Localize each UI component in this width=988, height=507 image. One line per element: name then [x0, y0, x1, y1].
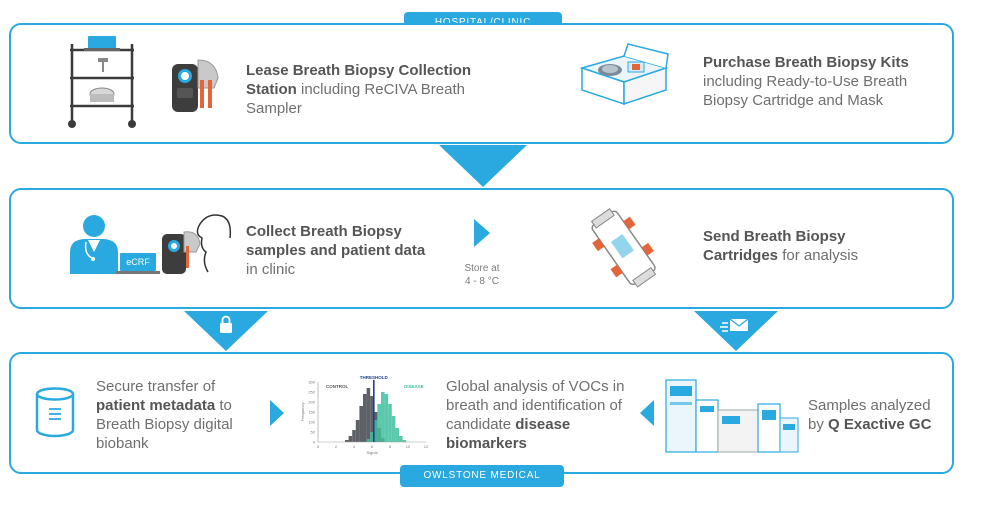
q-exactive-gc-instrument-icon — [665, 379, 799, 453]
store-line-1: Store at — [464, 263, 500, 274]
chart-ylabel: Frequency — [300, 403, 305, 422]
row1-panel — [9, 23, 954, 144]
mail-icon — [728, 318, 746, 330]
y-tick-label: 50 — [311, 430, 316, 435]
disease-bar — [388, 404, 392, 442]
disease-bar — [373, 420, 378, 442]
disease-bar — [384, 394, 389, 442]
y-tick-label: 200 — [308, 400, 315, 405]
collect-rest: in clinic — [246, 261, 296, 278]
control-bar — [355, 420, 360, 442]
secure-transfer-text: Secure transfer of patient metadata to B… — [96, 377, 266, 453]
disease-bar — [395, 428, 399, 442]
owlstone-medical-tag: OWLSTONE MEDICAL — [400, 465, 564, 487]
lease-rest: including ReCIVA Breath Sampler — [246, 81, 465, 117]
samples-bold: Q Exactive GC — [828, 416, 932, 433]
global-analysis-text: Global analysis of VOCs in breath and id… — [446, 377, 646, 453]
x-tick-label: 0 — [317, 444, 320, 449]
flow-down-arrow-mail — [694, 311, 778, 351]
global-bold: disease biomarkers — [446, 416, 571, 452]
flow-left-arrow — [640, 400, 654, 426]
flow-right-arrow-store — [474, 219, 490, 247]
disease-bar — [381, 392, 385, 442]
biomarker-histogram-chart: 300 250 200 150 100 50 0 0 2 4 6 8 10 12 THRESHOLD C… — [300, 375, 429, 455]
samples-pre: Samples analyzed by — [808, 397, 931, 433]
samples-analyzed-text: Samples analyzed by Q Exactive GC — [808, 396, 948, 434]
chart-xlabel: Signal — [366, 450, 377, 455]
y-tick-label: 0 — [313, 440, 316, 445]
patient-with-sampler-icon — [162, 214, 232, 274]
disease-bar — [399, 436, 403, 442]
lock-icon — [220, 318, 232, 332]
y-tick-label: 300 — [308, 380, 315, 385]
x-tick-label: 2 — [335, 444, 338, 449]
x-tick-label: 8 — [389, 444, 392, 449]
row3-panel — [9, 352, 954, 474]
collect-samples-text: Collect Breath Biopsy samples and patien… — [246, 222, 441, 279]
flow-right-arrow-2 — [270, 400, 284, 426]
purchase-kits-text: Purchase Breath Biopsy Kits including Re… — [703, 53, 939, 110]
control-bar — [366, 388, 371, 442]
breath-biopsy-cartridge-icon — [590, 208, 657, 288]
control-label: CONTROL — [326, 384, 348, 389]
send-rest: for analysis — [778, 247, 859, 264]
y-tick-label: 150 — [308, 410, 315, 415]
control-bar — [352, 430, 356, 442]
disease-bar — [402, 440, 407, 442]
breath-biopsy-kit-icon — [579, 43, 669, 106]
store-temperature-label: Store at 4 - 8 °C — [446, 262, 518, 288]
reciva-sampler-icon — [172, 59, 219, 112]
global-pre: Global analysis of VOCs in breath and id… — [446, 378, 625, 433]
y-tick-label: 100 — [308, 420, 315, 425]
control-bar — [345, 440, 349, 442]
x-tick-label: 4 — [353, 444, 356, 449]
disease-bar — [366, 439, 371, 442]
threshold-label: THRESHOLD — [360, 375, 389, 380]
disease-label: DISEASE — [404, 384, 424, 389]
x-tick-label: 6 — [371, 444, 374, 449]
collect-bold: Collect Breath Biopsy samples and patien… — [246, 223, 426, 259]
purchase-bold: Purchase Breath Biopsy Kits — [703, 54, 909, 71]
ecrf-laptop-icon: eCRF — [120, 253, 156, 271]
lease-collection-station-text: Lease Breath Biopsy Collection Station i… — [246, 61, 516, 118]
lease-bold: Lease Breath Biopsy Collection Station — [246, 62, 472, 98]
flow-down-arrow-lock — [184, 311, 268, 351]
disease-bar — [370, 432, 374, 442]
disease-bar — [377, 404, 381, 442]
disease-bar — [391, 416, 396, 442]
send-bold: Send Breath Biopsy Cartridges — [703, 228, 846, 264]
flow-down-arrow-1 — [439, 145, 527, 187]
store-line-2: 4 - 8 °C — [464, 276, 499, 287]
doctor-icon — [70, 215, 118, 274]
ecrf-label: eCRF — [126, 257, 150, 267]
send-cartridges-text: Send Breath Biopsy Cartridges for analys… — [703, 227, 923, 265]
x-tick-label: 12 — [424, 444, 429, 449]
control-bar — [370, 396, 374, 442]
control-bar — [363, 394, 367, 442]
secure-post: to Breath Biopsy digital biobank — [96, 397, 233, 452]
secure-pre: Secure transfer of — [96, 378, 216, 395]
collection-station-cart-icon — [68, 36, 136, 128]
ecrf-laptop-base — [116, 271, 160, 274]
x-tick-label: 10 — [406, 444, 411, 449]
database-icon — [35, 387, 75, 438]
control-bar — [359, 406, 363, 442]
y-tick-label: 250 — [308, 390, 315, 395]
purchase-rest: including Ready-to-Use Breath Biopsy Car… — [703, 73, 908, 109]
secure-bold: patient metadata — [96, 397, 216, 414]
control-bar — [348, 436, 353, 442]
